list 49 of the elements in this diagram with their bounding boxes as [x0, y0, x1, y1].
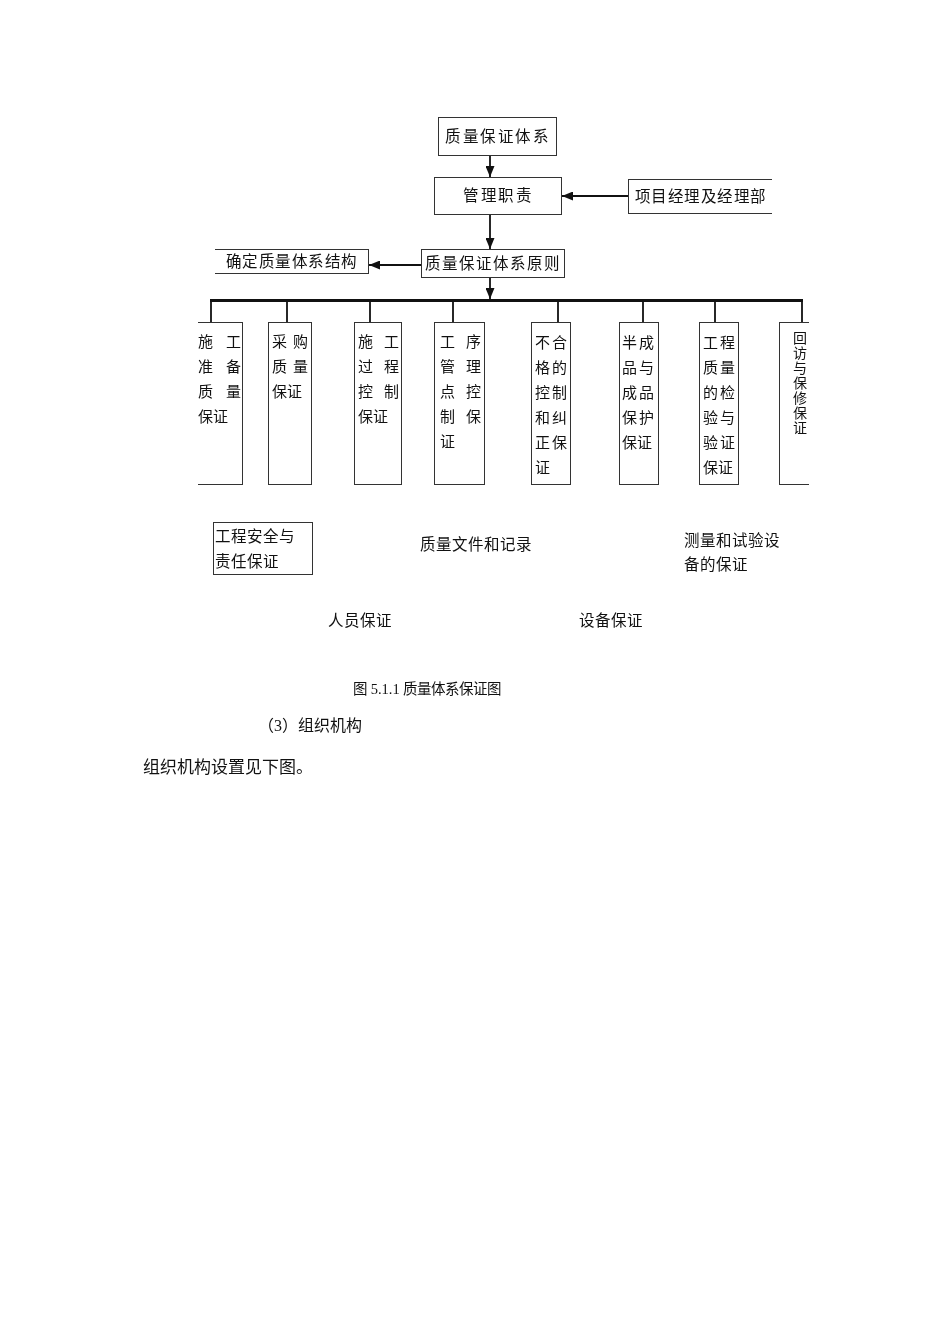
process-box — [421, 249, 565, 278]
node-text: 确定质量体系结构 — [225, 252, 358, 271]
node-text: 施工过程控制保证 — [357, 332, 399, 427]
process-box — [628, 179, 772, 214]
body-text: 组织机构设置见下图。 — [143, 757, 313, 779]
process-box — [198, 322, 243, 485]
process-box — [268, 322, 312, 485]
node-text: 管理职责 — [463, 186, 533, 206]
connector-line — [369, 300, 371, 323]
connector-line — [210, 300, 212, 323]
arrow — [485, 277, 495, 300]
process-box — [434, 322, 485, 485]
connector-line — [714, 300, 716, 323]
process-box — [619, 322, 659, 485]
process-box — [779, 322, 809, 485]
process-box — [354, 322, 402, 485]
connector-line — [452, 300, 454, 323]
text-label: 测量和试验设备的保证 — [684, 531, 780, 575]
process-box — [215, 249, 369, 274]
node-text: 质量保证体系原则 — [425, 254, 561, 273]
connector-line — [801, 300, 803, 323]
process-box — [438, 117, 557, 156]
section-heading: （3）组织机构 — [258, 716, 362, 736]
arrow — [485, 155, 495, 178]
node-text: 回访与保修保证 — [792, 330, 808, 436]
arrow — [368, 260, 422, 270]
text-label: 质量文件和记录 — [420, 535, 532, 555]
node-text: 半成品与成品保护保证 — [621, 333, 654, 453]
text-label: 设备保证 — [579, 611, 643, 631]
node-text: 工序管理点控制保证 — [439, 332, 481, 452]
connector-line — [557, 300, 559, 323]
arrow — [561, 191, 629, 201]
process-box — [531, 322, 571, 485]
bus-bar — [210, 299, 803, 302]
figure-caption: 图 5.1.1 质量体系保证图 — [353, 680, 502, 699]
node-text: 不合格的控制和纠正保证 — [534, 333, 567, 478]
arrow — [485, 214, 495, 250]
connector-line — [642, 300, 644, 323]
node-text: 项目经理及经理部 — [634, 187, 767, 206]
node-text: 质量保证体系 — [445, 127, 550, 146]
connector-line — [286, 300, 288, 323]
process-box — [434, 177, 562, 215]
node-text: 施工准备质量保证 — [197, 332, 241, 427]
process-box — [213, 522, 313, 575]
text-label: 人员保证 — [328, 611, 392, 631]
node-text: 采购质量保证 — [271, 332, 308, 402]
node-text: 工程质量的检验与验证保证 — [702, 333, 735, 478]
process-box — [699, 322, 739, 485]
node-text: 工程安全与责任保证 — [214, 527, 295, 573]
